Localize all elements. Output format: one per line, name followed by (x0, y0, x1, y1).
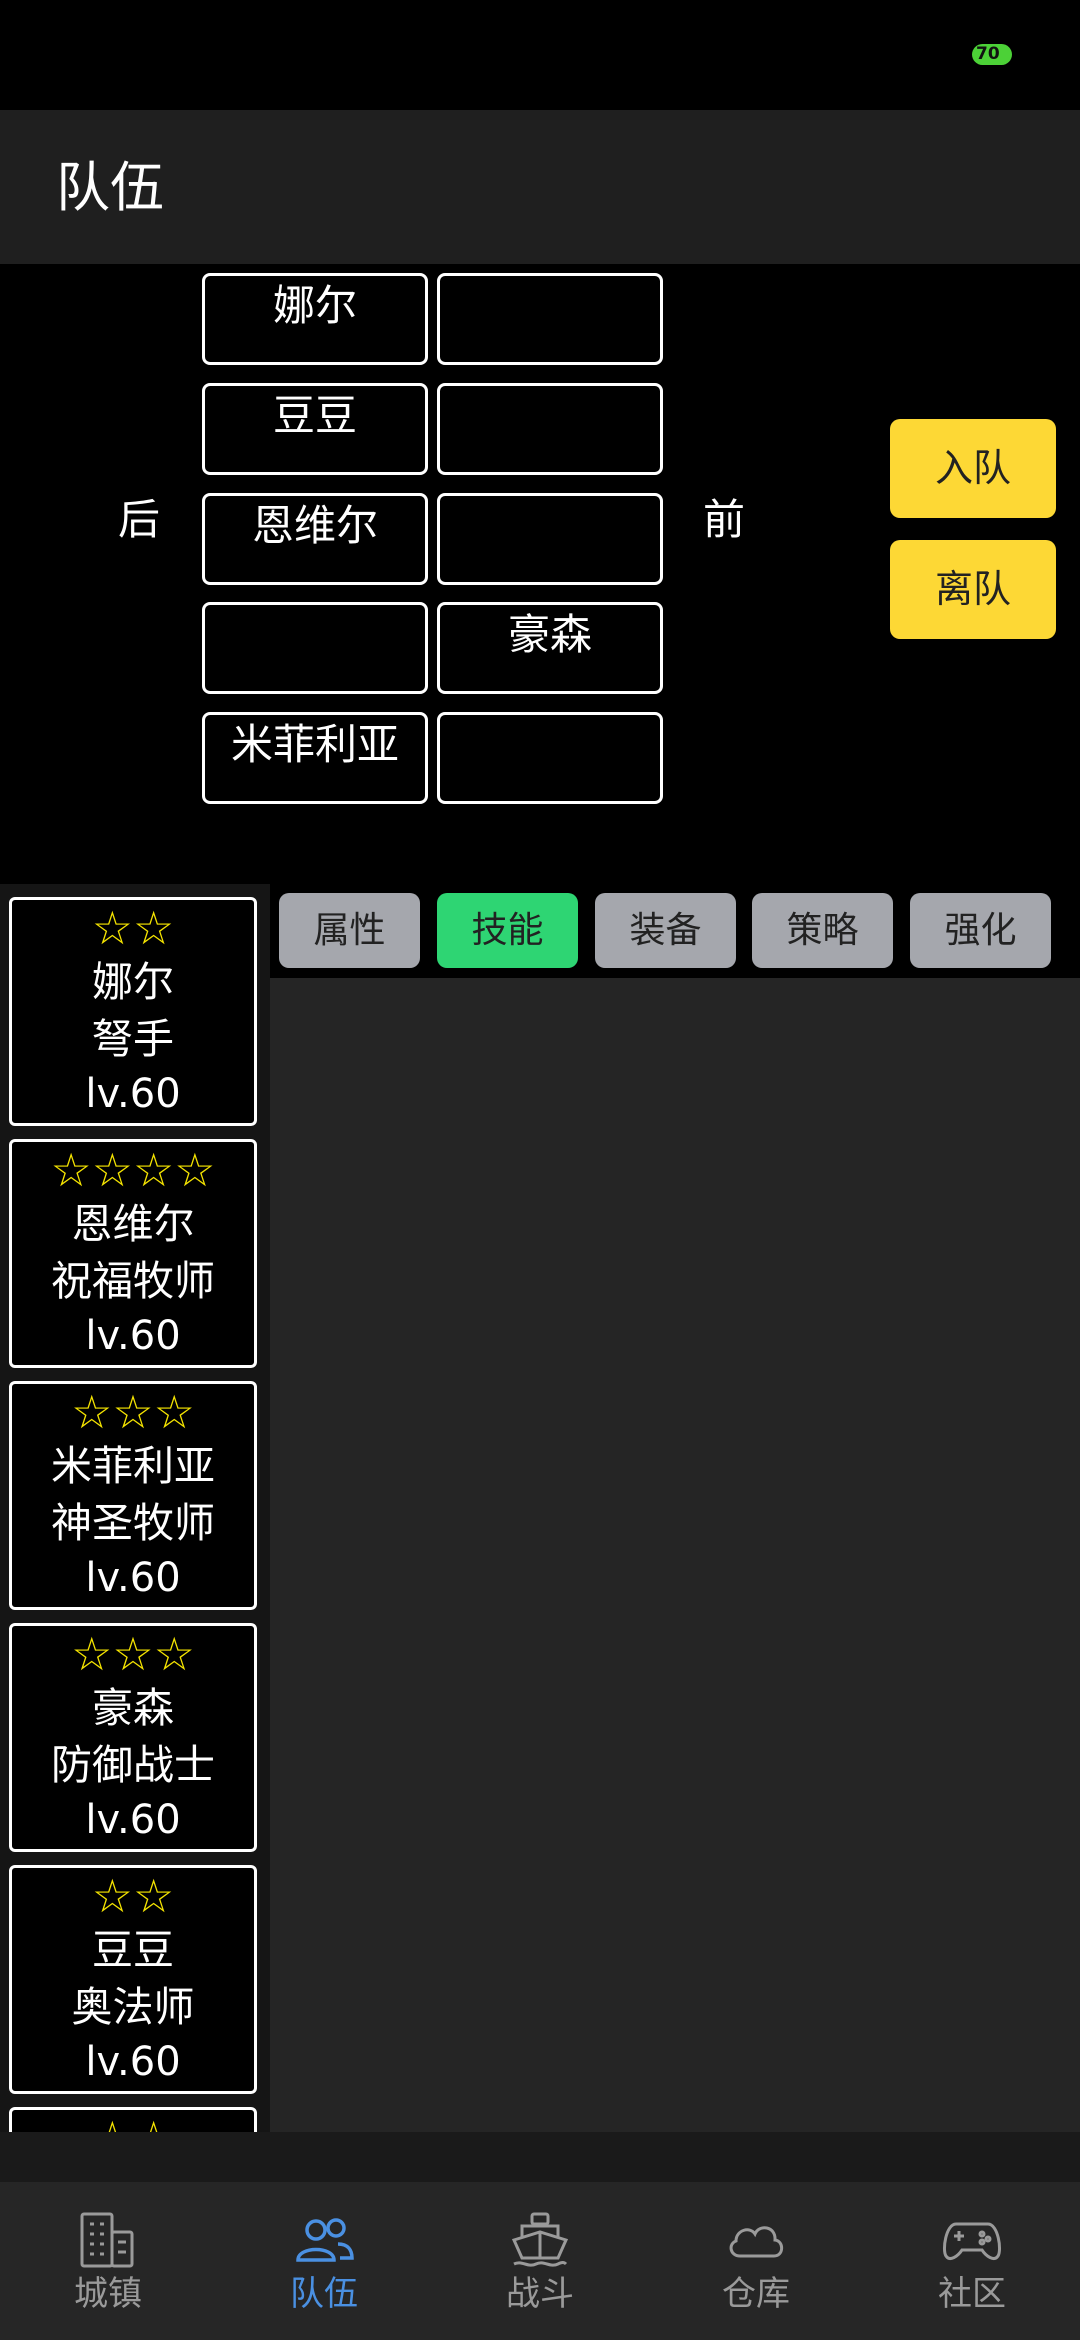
star-rating: ☆☆☆ (71, 1385, 195, 1439)
front-row-label: 前 (703, 495, 746, 544)
formation-slot[interactable]: 恩维尔 (202, 493, 428, 585)
tab-equipment[interactable]: 装备 (595, 893, 736, 968)
star-rating: ☆☆ (91, 901, 175, 955)
header-bar: 队伍 (0, 110, 1080, 264)
formation-slot[interactable]: 娜尔 (202, 273, 428, 365)
hero-class: 防御战士 (51, 1741, 215, 1789)
tab-skills[interactable]: 技能 (437, 893, 578, 968)
formation-panel: 后 前 娜尔 豆豆 恩维尔 豪森 米菲利亚 入队 离队 (0, 264, 1080, 884)
ship-icon (511, 2212, 569, 2267)
hero-level: lv.60 (85, 1313, 181, 1359)
hero-card[interactable]: ☆☆☆☆ 恩维尔 祝福牧师 lv.60 (9, 1139, 257, 1368)
hero-name: 豪森 (92, 1684, 174, 1732)
formation-slot[interactable]: 豪森 (437, 602, 663, 694)
formation-slot[interactable] (437, 712, 663, 804)
detail-tab-bar: 属性 技能 装备 策略 强化 (270, 884, 1080, 978)
star-rating: ☆☆☆☆ (50, 1143, 216, 1197)
nav-label: 城镇 (74, 2274, 142, 2314)
nav-storage[interactable]: 仓库 (648, 2182, 864, 2340)
cloud-icon (729, 2226, 784, 2258)
hero-card[interactable]: ☆☆☆ 米菲利亚 神圣牧师 lv.60 (9, 1381, 257, 1610)
nav-label: 战斗 (506, 2274, 574, 2314)
formation-slot[interactable] (437, 273, 663, 365)
divider-strip (0, 2132, 1080, 2182)
formation-slot[interactable]: 米菲利亚 (202, 712, 428, 804)
battery-indicator: 70 (972, 44, 1012, 65)
team-icon (296, 2218, 354, 2262)
tab-enhance[interactable]: 强化 (910, 893, 1051, 968)
nav-town[interactable]: 城镇 (0, 2182, 216, 2340)
star-rating: ☆☆☆ (71, 1627, 195, 1681)
hero-class: 弩手 (92, 1015, 174, 1063)
hero-level: lv.60 (85, 1797, 181, 1843)
hero-name: 豆豆 (92, 1926, 174, 1974)
detail-content-panel (270, 978, 1080, 2132)
bottom-navigation: 城镇 队伍 战斗 仓库 社区 (0, 2182, 1080, 2340)
hero-level: lv.60 (85, 2039, 181, 2085)
nav-community[interactable]: 社区 (864, 2182, 1080, 2340)
hero-name: 娜尔 (92, 958, 174, 1006)
join-team-button[interactable]: 入队 (890, 419, 1056, 518)
building-icon (80, 2212, 134, 2268)
star-rating: ☆☆ (91, 1869, 175, 1923)
hero-class: 祝福牧师 (51, 1257, 215, 1305)
nav-label: 社区 (938, 2274, 1006, 2314)
tab-strategy[interactable]: 策略 (752, 893, 893, 968)
leave-team-button[interactable]: 离队 (890, 540, 1056, 639)
hero-name: 恩维尔 (71, 1200, 195, 1248)
nav-battle[interactable]: 战斗 (432, 2182, 648, 2340)
status-bar: 70 (0, 0, 1080, 110)
hero-card[interactable]: ☆☆☆ 豪森 防御战士 lv.60 (9, 1623, 257, 1852)
nav-team[interactable]: 队伍 (216, 2182, 432, 2340)
star-rating: ☆☆ (12, 2112, 254, 2132)
formation-slot[interactable] (437, 493, 663, 585)
tab-attributes[interactable]: 属性 (279, 893, 420, 968)
hero-level: lv.60 (85, 1555, 181, 1601)
hero-level: lv.60 (85, 1071, 181, 1117)
nav-label: 仓库 (722, 2274, 790, 2314)
nav-label: 队伍 (290, 2274, 358, 2314)
formation-slot[interactable] (437, 383, 663, 475)
gamepad-icon (942, 2222, 1002, 2260)
hero-class: 奥法师 (71, 1983, 195, 2031)
hero-card[interactable]: ☆☆ 豆豆 奥法师 lv.60 (9, 1865, 257, 2094)
hero-class: 神圣牧师 (51, 1499, 215, 1547)
hero-card[interactable]: ☆☆ (9, 2107, 257, 2132)
formation-slot[interactable] (202, 602, 428, 694)
formation-slot[interactable]: 豆豆 (202, 383, 428, 475)
hero-roster-list[interactable]: ☆☆ 娜尔 弩手 lv.60 ☆☆☆☆ 恩维尔 祝福牧师 lv.60 ☆☆☆ 米… (0, 884, 270, 2132)
back-row-label: 后 (118, 495, 161, 544)
hero-card[interactable]: ☆☆ 娜尔 弩手 lv.60 (9, 897, 257, 1126)
hero-name: 米菲利亚 (51, 1442, 215, 1490)
page-title: 队伍 (56, 156, 164, 219)
